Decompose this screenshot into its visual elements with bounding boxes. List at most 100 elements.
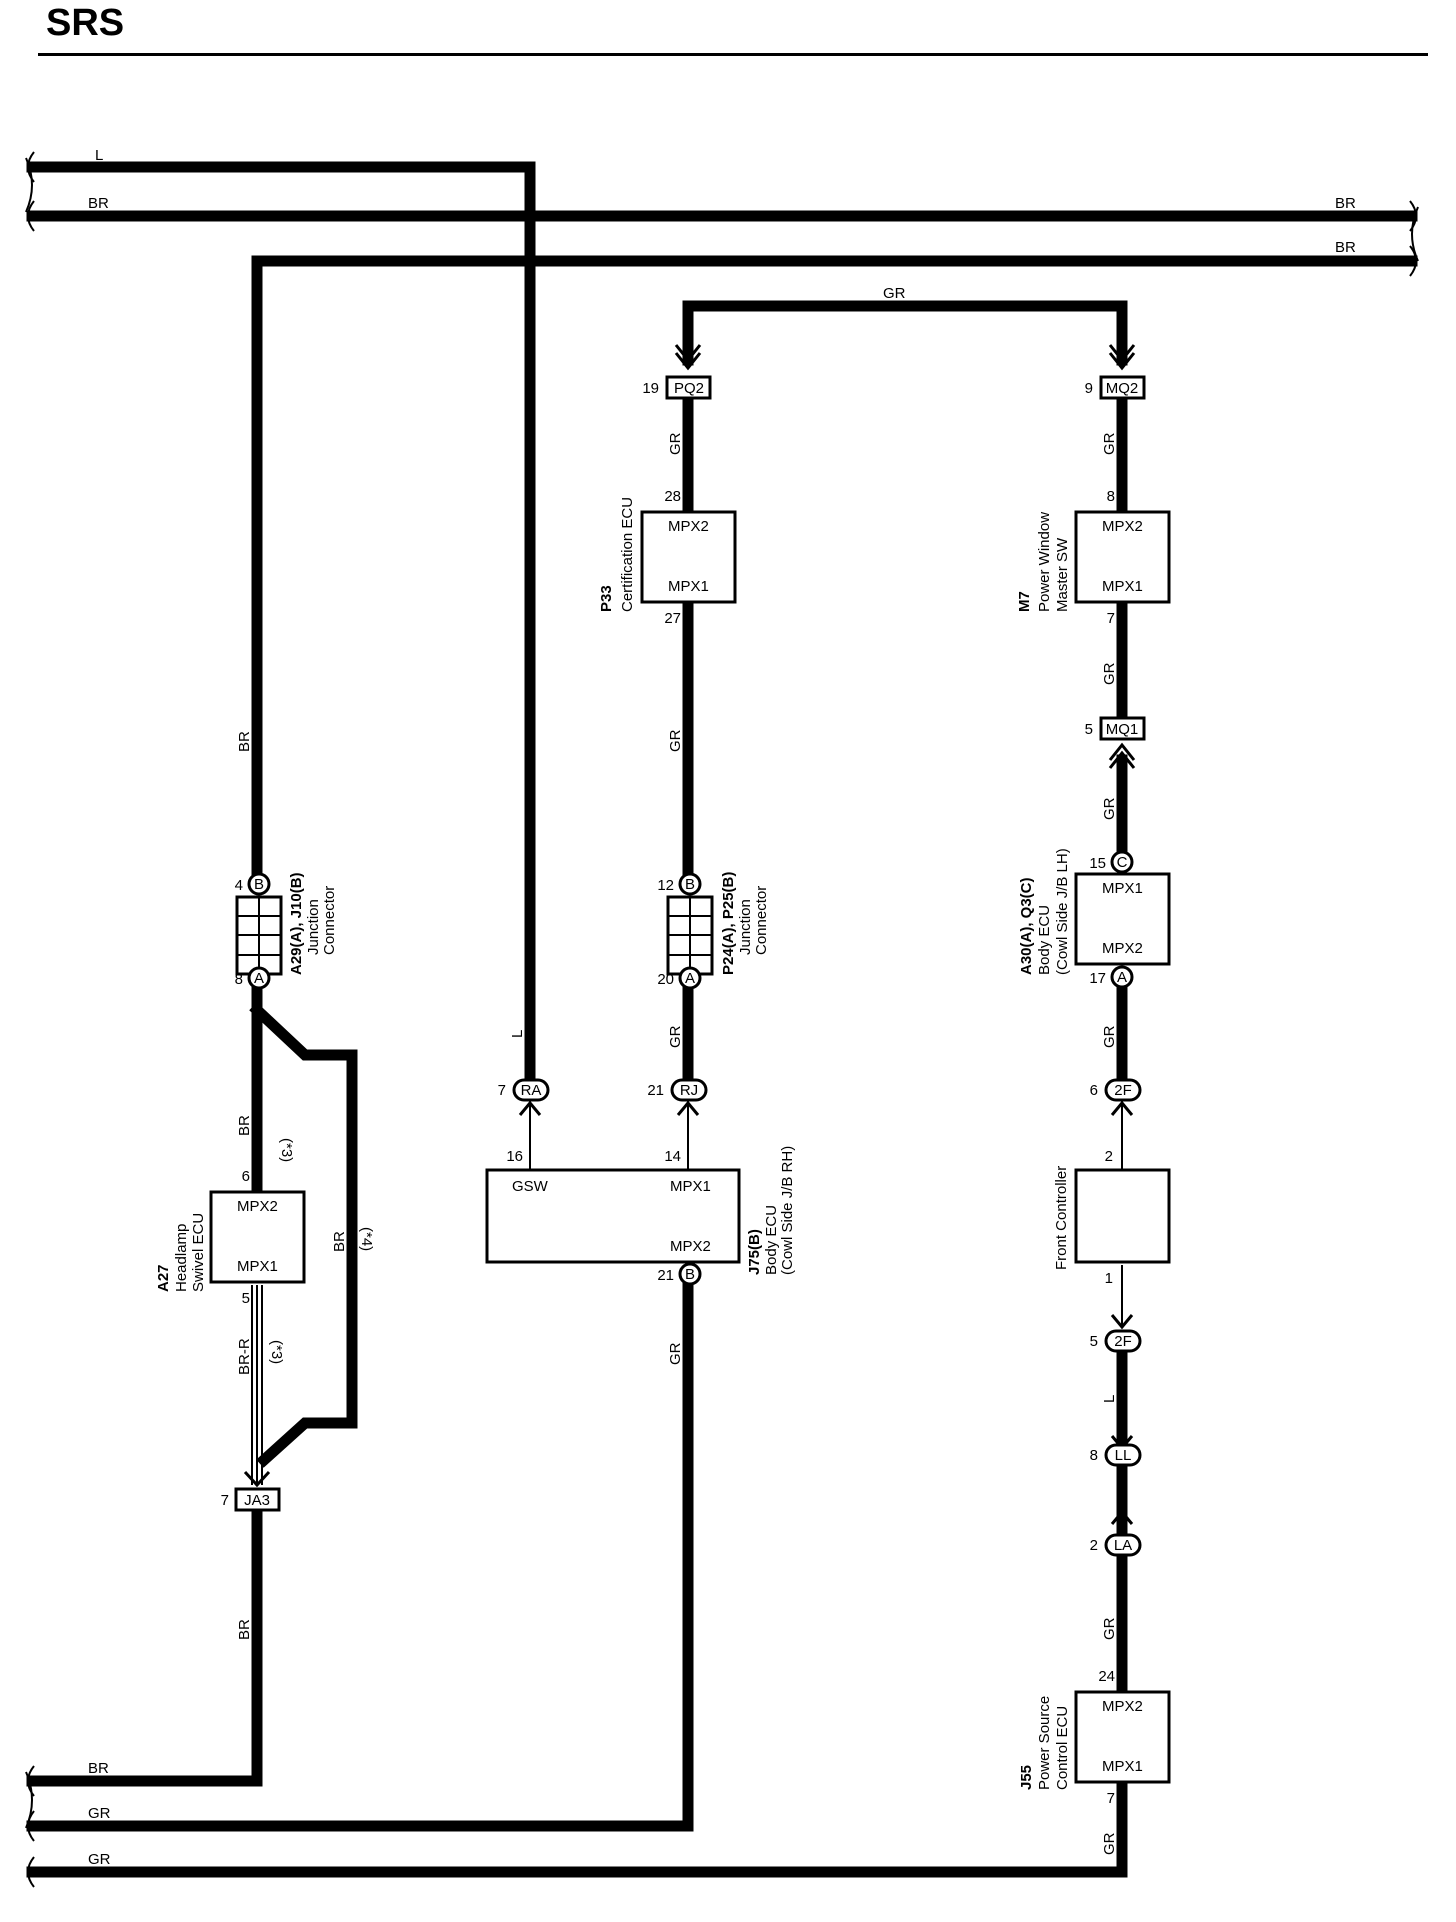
svg-text:24: 24 <box>1098 1668 1115 1685</box>
component-a27-headlamp-swivel-ecu: MPX2 MPX1 6 5 A27 Headlamp Swivel ECU <box>155 1168 306 1307</box>
wire-br-loop <box>249 1002 358 1468</box>
svg-text:14: 14 <box>664 1148 681 1165</box>
svg-text:Master SW: Master SW <box>1054 537 1071 612</box>
svg-text:Power Source: Power Source <box>1036 1696 1053 1790</box>
wire-gr-j55-bottom <box>26 1776 1128 1878</box>
svg-text:Headlamp: Headlamp <box>173 1224 190 1292</box>
svg-text:Control ECU: Control ECU <box>1054 1706 1071 1790</box>
svg-text:A: A <box>1117 969 1127 986</box>
wire-label: L <box>95 147 103 164</box>
svg-text:20: 20 <box>657 971 674 988</box>
svg-text:MPX1: MPX1 <box>668 578 709 595</box>
wire-label: GR <box>667 1025 684 1048</box>
svg-text:2F: 2F <box>1114 1333 1132 1350</box>
svg-text:(Cowl Side J/B LH): (Cowl Side J/B LH) <box>1054 848 1071 975</box>
wire-label: BR-R <box>236 1338 253 1375</box>
connector-2f-bottom: 2F 5 <box>1090 1329 1142 1353</box>
svg-text:(Cowl Side J/B RH): (Cowl Side J/B RH) <box>779 1146 796 1275</box>
wire-label: GR <box>1101 662 1118 685</box>
svg-text:A27: A27 <box>155 1264 172 1292</box>
svg-text:MPX1: MPX1 <box>1102 578 1143 595</box>
wire-label: GR <box>883 285 906 302</box>
svg-text:GSW: GSW <box>512 1178 549 1195</box>
svg-text:MPX1: MPX1 <box>237 1258 278 1275</box>
svg-text:J75(B): J75(B) <box>746 1229 763 1275</box>
svg-text:6: 6 <box>242 1168 250 1185</box>
svg-text:MPX2: MPX2 <box>670 1238 711 1255</box>
svg-text:A29(A), J10(B): A29(A), J10(B) <box>288 872 305 975</box>
svg-text:RA: RA <box>521 1082 542 1099</box>
connector-ja3: JA3 7 <box>221 1487 281 1512</box>
wire-br-second <box>251 255 1418 878</box>
wire-label: GR <box>667 729 684 752</box>
component-j75-body-ecu-rh: GSW MPX1 MPX2 16 14 B 21 J75(B) Body ECU… <box>485 1146 796 1286</box>
wire-label: GR <box>1101 1617 1118 1640</box>
svg-text:MPX1: MPX1 <box>1102 880 1143 897</box>
svg-text:28: 28 <box>664 488 681 505</box>
svg-text:Junction: Junction <box>737 899 754 955</box>
connector-2f-top: 2F 6 <box>1090 1078 1142 1102</box>
connector-mq2: MQ2 9 <box>1085 375 1146 400</box>
svg-text:7: 7 <box>221 1492 229 1509</box>
component-j55-power-source-control-ecu: MPX2 MPX1 24 7 J55 Power Source Control … <box>1018 1668 1171 1807</box>
svg-text:A: A <box>685 970 695 987</box>
wire-l-top <box>26 161 536 1086</box>
svg-text:B: B <box>685 1266 695 1283</box>
wire-label: BR <box>88 1760 109 1777</box>
svg-text:2: 2 <box>1105 1148 1113 1165</box>
svg-text:Certification ECU: Certification ECU <box>619 497 636 612</box>
svg-text:7: 7 <box>1107 1790 1115 1807</box>
svg-text:5: 5 <box>1090 1333 1098 1350</box>
wire-label: (*3) <box>278 1138 295 1162</box>
svg-text:Swivel ECU: Swivel ECU <box>190 1213 207 1292</box>
svg-text:12: 12 <box>657 877 674 894</box>
svg-text:21: 21 <box>647 1082 664 1099</box>
svg-text:P24(A), P25(B): P24(A), P25(B) <box>720 872 737 975</box>
wire-br-ja3-bottom <box>26 1504 263 1787</box>
wire-break-marks-left <box>25 151 35 1888</box>
svg-text:MPX1: MPX1 <box>670 1178 711 1195</box>
wire-label: GR <box>88 1805 111 1822</box>
wire-label: L <box>1101 1395 1118 1403</box>
svg-text:RJ: RJ <box>680 1082 698 1099</box>
wire-label: BR <box>236 1115 253 1136</box>
page-title: SRS <box>46 2 125 44</box>
connector-pq2: PQ2 19 <box>642 375 712 400</box>
component-m7-power-window-master-sw: MPX2 MPX1 8 7 M7 Power Window Master SW <box>1016 488 1171 627</box>
wire-label: GR <box>1101 1832 1118 1855</box>
svg-text:M7: M7 <box>1016 591 1033 612</box>
connector-mq1: MQ1 5 <box>1085 716 1146 741</box>
svg-text:2F: 2F <box>1114 1082 1132 1099</box>
component-p24-junction-connector: B 12 A 20 P24(A), P25(B) Junction Connec… <box>657 872 770 990</box>
svg-text:7: 7 <box>1107 610 1115 627</box>
wire-label: (*3) <box>268 1340 285 1364</box>
svg-text:27: 27 <box>664 610 681 627</box>
svg-text:B: B <box>254 876 264 893</box>
svg-text:8: 8 <box>235 971 243 988</box>
wire-brr-a27-ja3 <box>251 1285 263 1485</box>
wire-label: BR <box>88 195 109 212</box>
wire-label: BR <box>236 1619 253 1640</box>
svg-text:MQ2: MQ2 <box>1106 380 1139 397</box>
title-rule <box>38 53 1428 56</box>
wire-label: GR <box>1101 797 1118 820</box>
svg-text:MPX2: MPX2 <box>237 1198 278 1215</box>
svg-text:21: 21 <box>657 1267 674 1284</box>
wire-gr-top <box>682 300 1128 366</box>
wire-label: BR <box>1335 239 1356 256</box>
svg-text:MPX2: MPX2 <box>668 518 709 535</box>
component-a29-junction-connector: B 4 A 8 A29(A), J10(B) Junction Connecto… <box>235 872 338 990</box>
svg-text:2: 2 <box>1090 1537 1098 1554</box>
svg-text:J55: J55 <box>1018 1765 1035 1790</box>
wire-break-marks-right <box>1409 200 1419 277</box>
svg-text:LA: LA <box>1114 1537 1132 1554</box>
wire-label: BR <box>236 731 253 752</box>
svg-text:8: 8 <box>1090 1447 1098 1464</box>
wire-label: BR <box>1335 195 1356 212</box>
svg-text:15: 15 <box>1089 855 1106 872</box>
svg-text:Body ECU: Body ECU <box>1036 905 1053 975</box>
svg-text:C: C <box>1117 854 1128 871</box>
wire-label: L <box>509 1030 526 1038</box>
svg-text:B: B <box>685 876 695 893</box>
